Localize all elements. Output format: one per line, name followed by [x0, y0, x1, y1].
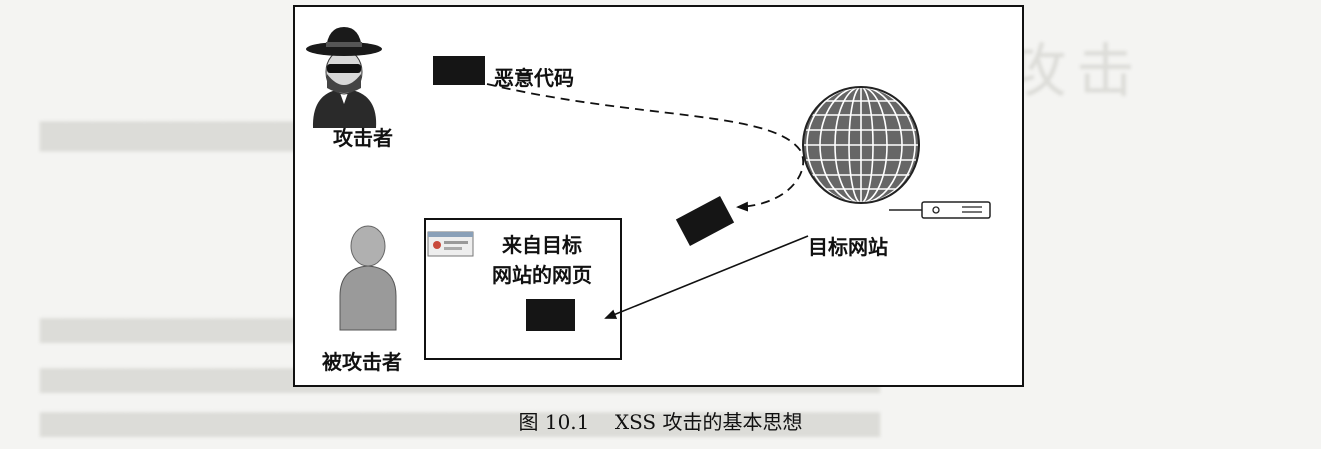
server-icon	[889, 201, 991, 219]
webpage-label-line1: 来自目标	[502, 233, 582, 257]
injected-code-block	[526, 299, 575, 331]
figure-frame	[293, 5, 1024, 387]
webpage-label: 来自目标 网站的网页	[492, 230, 592, 290]
caption-number: 图 10.1	[518, 410, 590, 434]
globe-icon	[802, 86, 920, 204]
webpage-label-line2: 网站的网页	[492, 263, 592, 287]
malicious-code-block	[433, 56, 485, 85]
user-icon	[339, 225, 397, 331]
delivery-arrow	[604, 235, 809, 319]
browser-window-icon	[427, 231, 474, 257]
malicious-code-label: 恶意代码	[494, 66, 574, 90]
webpage-box	[424, 218, 622, 360]
upload-dashed-path	[486, 83, 805, 212]
transit-code-block	[675, 196, 735, 246]
figure-caption: 图 10.1 XSS 攻击的基本思想	[0, 406, 1321, 435]
caption-text: XSS 攻击的基本思想	[614, 410, 803, 434]
attacker-label: 攻击者	[333, 126, 393, 150]
victim-label: 被攻击者	[322, 350, 402, 374]
hacker-icon	[306, 27, 382, 128]
target-site-label: 目标网站	[808, 235, 888, 259]
